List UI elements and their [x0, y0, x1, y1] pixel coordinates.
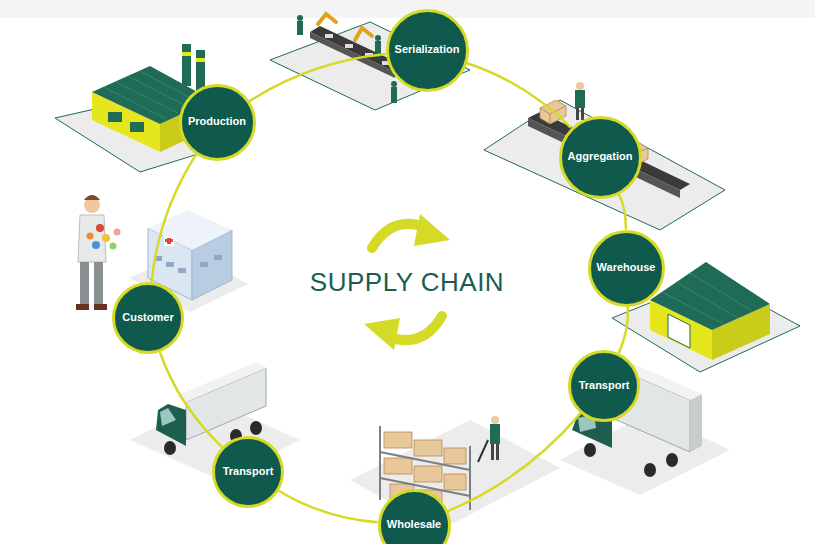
node-label: Serialization	[395, 43, 460, 56]
process-circle: Production	[179, 84, 256, 161]
node-label: Transport	[223, 465, 274, 478]
process-circle: Aggregation	[559, 116, 642, 199]
node-label: Aggregation	[568, 150, 633, 163]
process-circle: Warehouse	[588, 230, 665, 307]
cycle-connector	[619, 194, 626, 230]
cycle-connector	[448, 413, 581, 511]
process-circle: Transport	[568, 350, 640, 422]
process-circle: Wholesale	[378, 489, 451, 544]
process-circle: Transport	[212, 436, 284, 508]
process-circle: Serialization	[386, 9, 469, 92]
node-label: Production	[188, 115, 246, 128]
node-label: Transport	[579, 379, 630, 392]
diagram-title: SUPPLY CHAIN	[310, 267, 504, 298]
cycle-connector	[466, 63, 570, 128]
node-label: Wholesale	[387, 518, 441, 531]
cycle-connector	[279, 491, 378, 523]
cycle-connector	[152, 154, 197, 282]
node-label: Warehouse	[597, 261, 656, 274]
process-circle: Customer	[112, 282, 184, 354]
cycle-connector	[249, 54, 385, 101]
node-label: Customer	[122, 311, 173, 324]
cycle-connector	[619, 306, 628, 353]
cycle-connector	[160, 352, 222, 447]
